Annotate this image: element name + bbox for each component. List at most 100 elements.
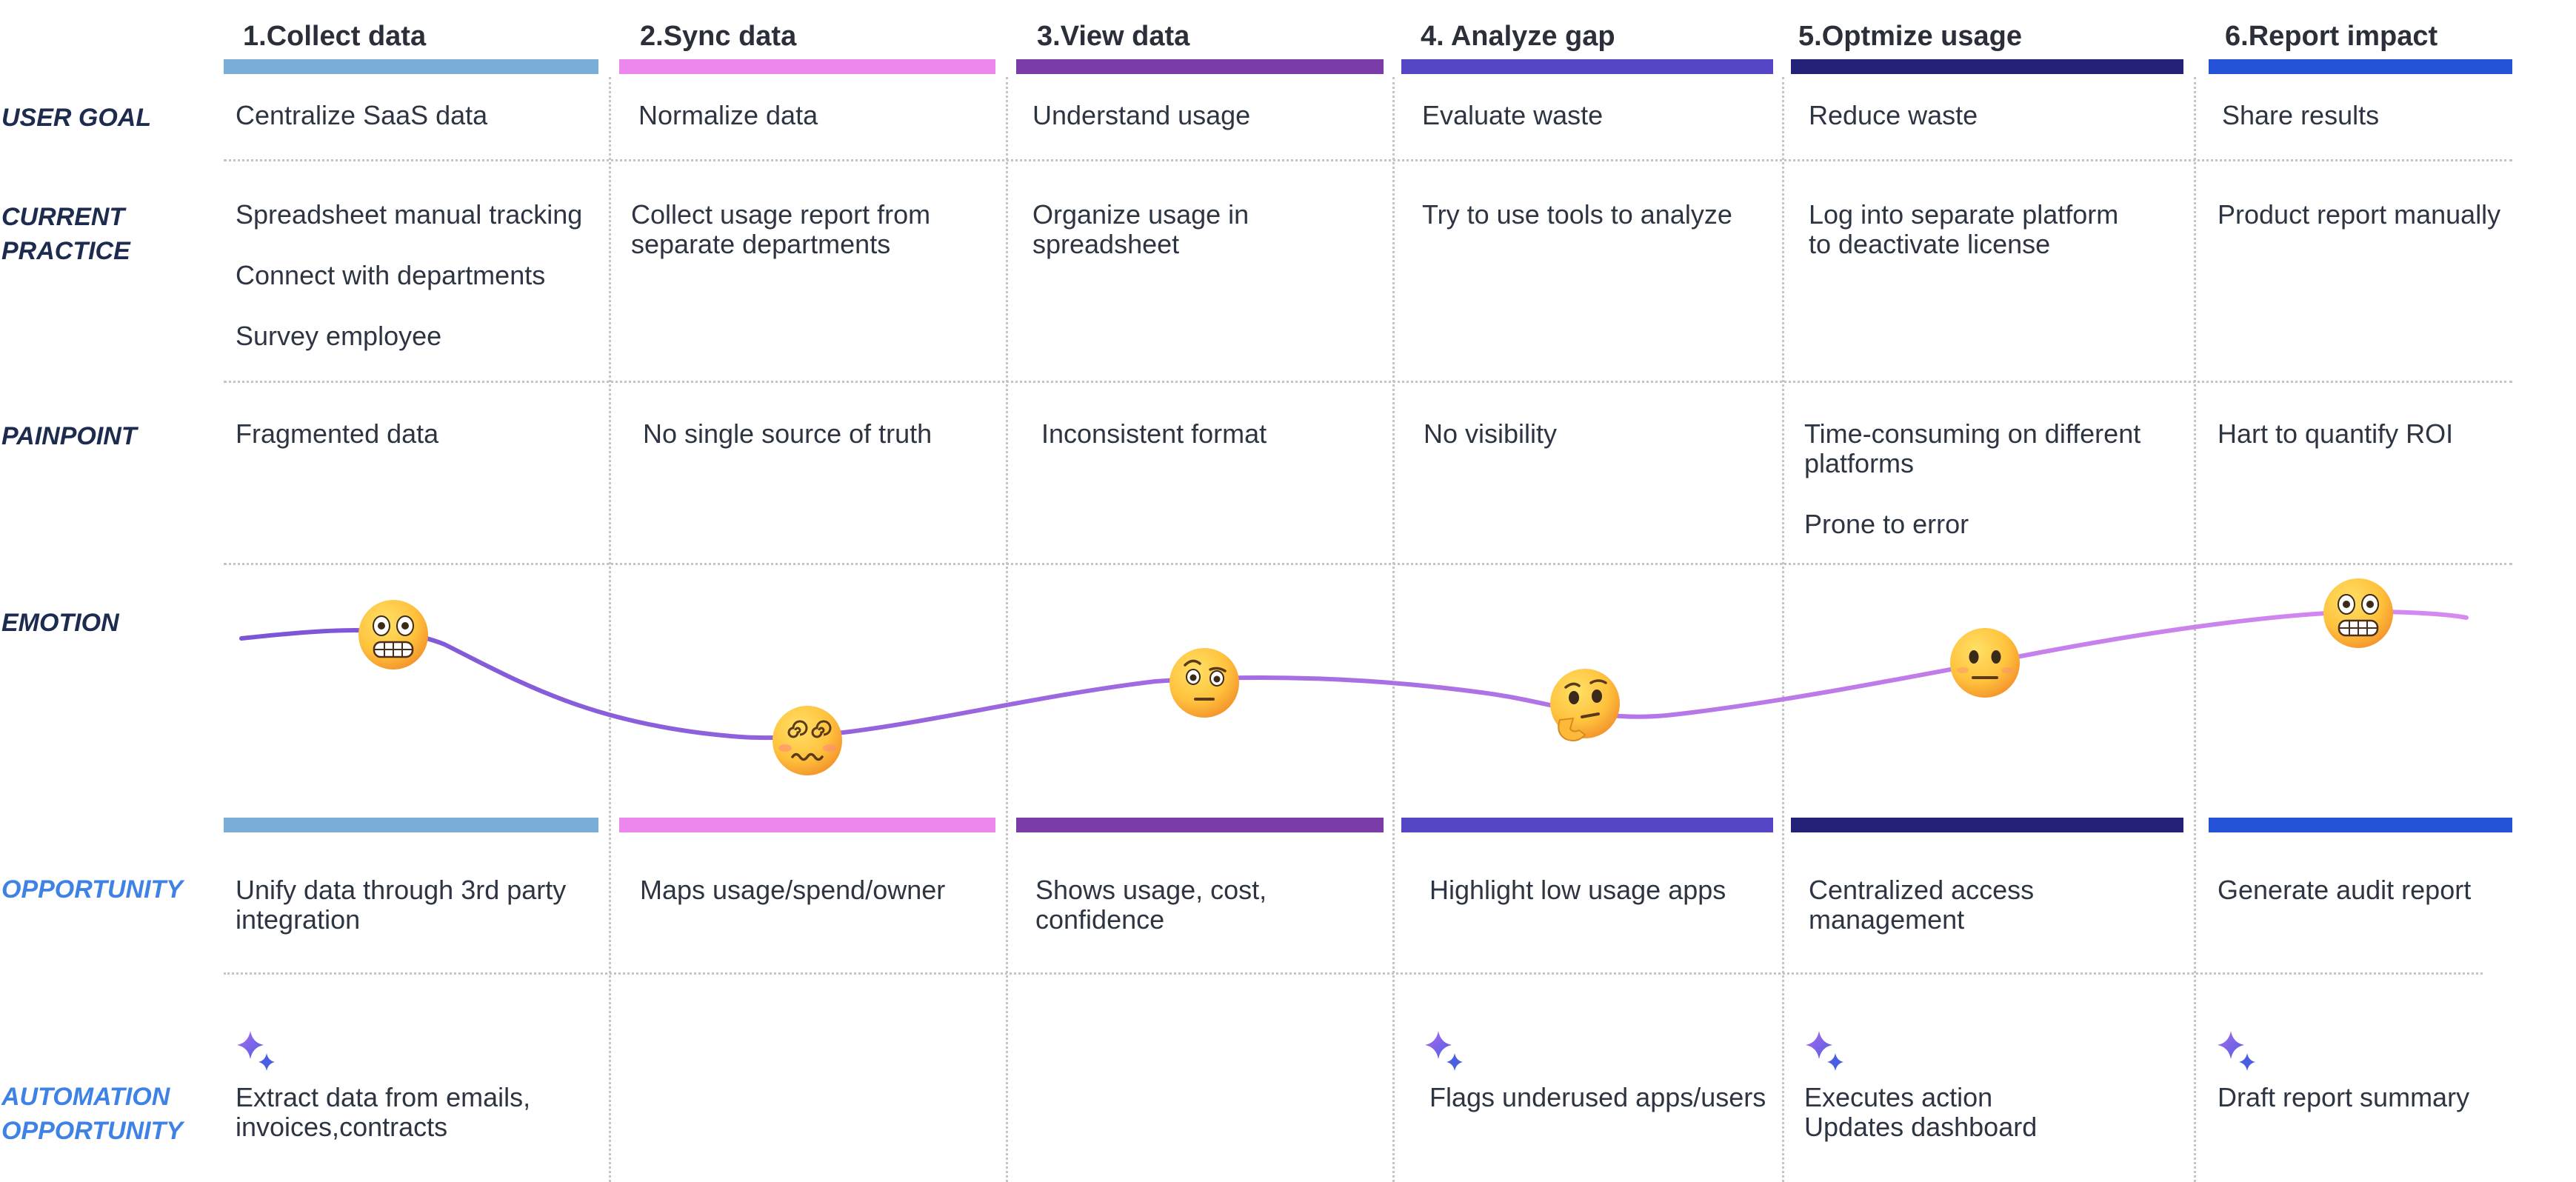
phase-1-bar-top: [224, 59, 598, 74]
opportunity-text: Shows usage, cost, confidence: [1035, 875, 1267, 935]
row-divider: [224, 972, 2483, 975]
current-practice-cell: Product report manually: [2218, 200, 2500, 230]
phase-3-bar-bottom: [1016, 818, 1384, 832]
sparkle-icon: [1425, 1031, 1463, 1071]
sparkle-icon: [237, 1031, 275, 1071]
opportunity-cell: Shows usage, cost, confidence: [1035, 875, 1267, 935]
thinking-face-icon: [1550, 669, 1620, 741]
user-goal-cell: Centralize SaaS data: [236, 101, 487, 130]
phase-5-bar-bottom: [1791, 818, 2183, 832]
current-practice-text: Product report manually: [2218, 199, 2501, 230]
phase-2-bar-bottom: [619, 818, 995, 832]
painpoint-cell: Hart to quantify ROI: [2218, 419, 2453, 449]
column-divider: [2194, 77, 2196, 1182]
column-divider: [609, 77, 611, 1182]
user-goal-text: Reduce waste: [1809, 100, 1978, 130]
automation-text: Flags underused apps/users: [1429, 1082, 1766, 1112]
phase-2-bar-top: [619, 59, 995, 74]
column-divider: [1782, 77, 1784, 1182]
sparkle-icon: [2218, 1031, 2255, 1071]
row-label-emotion: EMOTION: [1, 609, 119, 637]
phase-4-title: 4. Analyze gap: [1421, 21, 1615, 52]
phase-6-bar-top: [2209, 59, 2512, 74]
emotion-curve: [239, 609, 2469, 741]
dizzy-face-icon: [773, 706, 842, 775]
automation-cell: Extract data from emails, invoices,contr…: [236, 1083, 530, 1142]
user-goal-cell: Normalize data: [638, 101, 818, 130]
phase-5-title: 5.Optmize usage: [1798, 21, 2022, 52]
phase-1-title: 1.Collect data: [243, 21, 427, 52]
user-goal-text: Normalize data: [638, 100, 818, 130]
row-label-painpoint: PAINPOINT: [1, 422, 137, 450]
painpoint-text: No single source of truth: [643, 418, 932, 449]
column-divider: [1006, 77, 1008, 1182]
user-goal-text: Understand usage: [1032, 100, 1251, 130]
phase-3-bar-top: [1016, 59, 1384, 74]
painpoint-cell: No visibility: [1424, 419, 1557, 449]
opportunity-text: Generate audit report: [2218, 875, 2472, 905]
phase-1-bar-bottom: [224, 818, 598, 832]
automation-cell: Draft report summary: [2218, 1083, 2469, 1112]
automation-text: Draft report summary: [2218, 1082, 2470, 1112]
current-practice-text: Organize usage in spreadsheet: [1032, 199, 1249, 259]
opportunity-cell: Unify data through 3rd party integration: [236, 875, 566, 935]
row-label-automation-opportunity: AUTOMATION OPPORTUNITY: [1, 1083, 183, 1145]
opportunity-text: Highlight low usage apps: [1429, 875, 1726, 905]
grimacing-face-icon: [358, 600, 428, 670]
opportunity-cell: Maps usage/spend/owner: [640, 875, 945, 905]
current-practice-text: Spreadsheet manual tracking: [236, 199, 583, 230]
user-goal-text: Evaluate waste: [1422, 100, 1604, 130]
phase-5-bar-top: [1791, 59, 2183, 74]
painpoint-text: No visibility: [1424, 418, 1558, 449]
phase-2-title: 2.Sync data: [640, 21, 797, 52]
painpoint-text: Fragmented data: [236, 418, 439, 449]
automation-text: Extract data from emails, invoices,contr…: [236, 1082, 531, 1142]
user-goal-cell: Share results: [2222, 101, 2379, 130]
automation-cell: Flags underused apps/users: [1429, 1083, 1766, 1112]
row-label-current-practice: CURRENT PRACTICE: [1, 203, 130, 265]
column-divider: [1392, 77, 1395, 1182]
current-practice-text: Connect with departments: [236, 260, 546, 290]
current-practice-text: Survey employee: [236, 321, 442, 351]
opportunity-cell: Highlight low usage apps: [1429, 875, 1726, 905]
row-label-opportunity: OPPORTUNITY: [1, 875, 183, 904]
opportunity-text: Unify data through 3rd party integration: [236, 875, 567, 935]
opportunity-text: Maps usage/spend/owner: [640, 875, 946, 905]
current-practice-cell: Collect usage report from separate depar…: [631, 200, 930, 259]
grimacing-face-icon: [2323, 578, 2393, 648]
painpoint-text: Prone to error: [1804, 509, 1969, 539]
current-practice-cell: Spreadsheet manual tracking Connect with…: [236, 200, 582, 351]
row-divider: [224, 381, 2512, 383]
current-practice-cell: Try to use tools to analyze: [1422, 200, 1732, 230]
neutral-face-icon: [1950, 628, 2020, 698]
phase-6-title: 6.Report impact: [2225, 21, 2438, 52]
current-practice-text: Log into separate platform to deactivate…: [1809, 199, 2119, 259]
current-practice-text: Try to use tools to analyze: [1422, 199, 1732, 230]
painpoint-cell: No single source of truth: [643, 419, 932, 449]
phase-6-bar-bottom: [2209, 818, 2512, 832]
painpoint-text: Hart to quantify ROI: [2218, 418, 2454, 449]
opportunity-cell: Generate audit report: [2218, 875, 2471, 905]
phase-3-title: 3.View data: [1037, 21, 1190, 52]
automation-text: Executes action Updates dashboard: [1804, 1082, 2038, 1142]
sparkle-icon: [1806, 1031, 1843, 1071]
painpoint-text: Time-consuming on different platforms: [1804, 418, 2141, 478]
painpoint-cell: Time-consuming on different platforms Pr…: [1804, 419, 2140, 539]
current-practice-cell: Organize usage in spreadsheet: [1032, 200, 1249, 259]
raised-eyebrow-face-icon: [1169, 648, 1239, 718]
user-goal-cell: Evaluate waste: [1422, 101, 1603, 130]
automation-cell: Executes action Updates dashboard: [1804, 1083, 2037, 1142]
user-goal-cell: Reduce waste: [1809, 101, 1978, 130]
painpoint-text: Inconsistent format: [1041, 418, 1267, 449]
opportunity-text: Centralized access management: [1809, 875, 2035, 935]
phase-4-bar-bottom: [1401, 818, 1773, 832]
current-practice-cell: Log into separate platform to deactivate…: [1809, 200, 2118, 259]
phase-4-bar-top: [1401, 59, 1773, 74]
user-goal-text: Share results: [2222, 100, 2380, 130]
row-label-user-goal: USER GOAL: [1, 104, 152, 132]
user-goal-cell: Understand usage: [1032, 101, 1250, 130]
user-goal-text: Centralize SaaS data: [236, 100, 488, 130]
row-divider: [224, 563, 2512, 565]
current-practice-text: Collect usage report from separate depar…: [631, 199, 931, 259]
